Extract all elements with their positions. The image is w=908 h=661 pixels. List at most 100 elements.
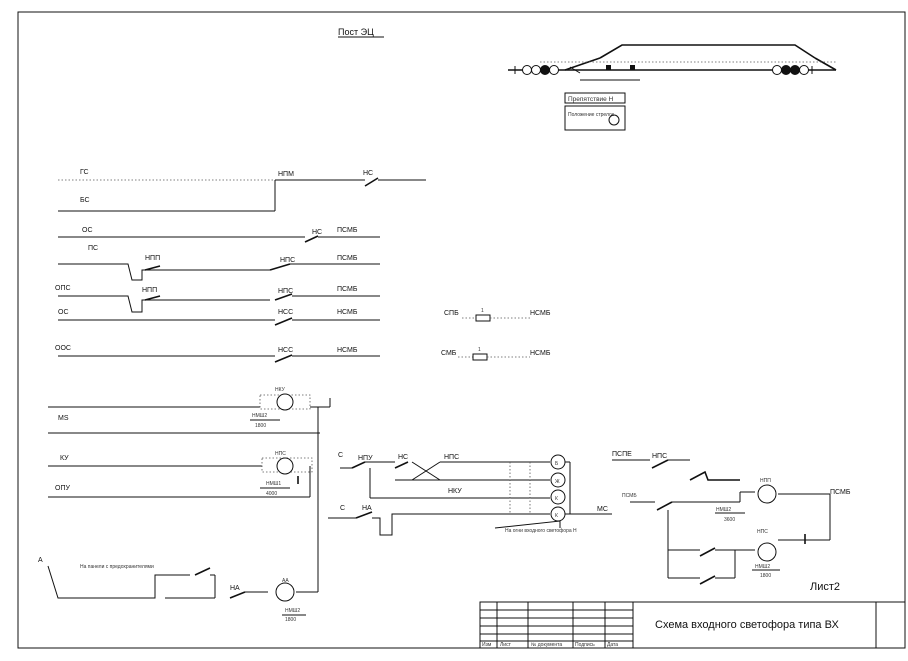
lamp-label-b: Б [555, 461, 559, 467]
line-label-gs: ГС [80, 169, 89, 176]
relay-coil-nps-right [757, 542, 777, 562]
wire-psmb-2: ПСМБ [337, 255, 358, 262]
relay-contact-nps3: НПС [444, 454, 459, 461]
relay-contact-nps1: НПС [280, 257, 295, 264]
relay-type-1: НМШ2 [252, 413, 267, 419]
line-label-opu: ОПУ [55, 485, 70, 492]
col-izm: Изм [482, 642, 492, 648]
relay-contact-ns: НС [363, 170, 373, 177]
relay-contact-ns3: НС [398, 454, 408, 461]
circuit-os: ОС НС ПСМБ [58, 227, 380, 243]
wire-nsmb-1: НСМБ [337, 309, 358, 316]
wire-ms: МС [597, 506, 608, 513]
relay-contact-na: НА [362, 505, 372, 512]
switch-point [606, 65, 611, 70]
wire-nsmb-3: НСМБ [530, 310, 551, 317]
circuit-ops: ОПС НПП НПС ПСМБ ОС НСС НСМБ [55, 285, 380, 326]
relay-contact-nss1: НСС [278, 309, 293, 316]
sheet-label: Лист2 [810, 581, 840, 593]
wire-psmb-1: ПСМБ [337, 227, 358, 234]
siding-track [599, 44, 816, 59]
col-list: Лист [500, 642, 512, 648]
relay-type-2: НМШ1 [266, 481, 281, 487]
fuse-number: 1 [478, 347, 481, 353]
drawing-title: Схема входного светофора типа ВХ [655, 619, 839, 631]
relay-contact-npu: НПУ [358, 455, 373, 462]
circuit-gs-bs: ГС БС НПМ НС [58, 169, 426, 212]
relay-res-4: 3600 [724, 517, 735, 523]
lamp-leader [494, 520, 561, 529]
circuit-lamps: С НПУ НС НПС НКУ Б Ж К К МС С НА [328, 452, 612, 536]
line-label-ku: КУ [60, 455, 69, 462]
relay-coil-nps [276, 457, 294, 475]
fuse-group-2: СМБ 1 НСМБ [441, 347, 551, 361]
fuse-number: 1 [481, 308, 484, 314]
line-label-ops: ОПС [55, 285, 71, 292]
relay-contact-ns2: НС [312, 229, 322, 236]
line-label-qs: ОС [58, 309, 69, 316]
drawing-frame [17, 11, 906, 649]
relay-contact-na2: НА [230, 585, 240, 592]
circuit-oos: ООС НСС НСМБ [55, 345, 380, 363]
relay-contact-npm: НПМ [278, 171, 294, 178]
circuit-ps: ПС НПП НПС ПСМБ [58, 245, 380, 281]
switch-state-label: Положение стрелок [568, 112, 615, 118]
relay-contact-nps4: НПС [652, 453, 667, 460]
line-label-ms: МS [58, 415, 69, 422]
relay-label-nku: НКУ [275, 387, 286, 393]
relay-res-5: 1800 [760, 573, 771, 579]
signal-head-left [514, 65, 559, 75]
switch-right [814, 57, 837, 71]
relay-contact-npp2: НПП [142, 287, 157, 294]
indicator-lamp [608, 114, 620, 126]
relay-block-ms: МS НКУ НМШ2 1800 [48, 387, 331, 434]
col-sign: Подпись [575, 642, 595, 648]
wire-s-bottom: С [340, 505, 345, 512]
lamp-k2 [550, 506, 566, 522]
wire-pspe: ПСПЕ [612, 451, 632, 458]
relay-coil-npp [757, 484, 777, 504]
lamp-label-zh: Ж [555, 479, 560, 485]
wire-nsmb-2: НСМБ [337, 347, 358, 354]
wire-s-top: С [338, 452, 343, 459]
relay-label-nps-right: НПС [757, 529, 768, 535]
line-label-ps: ПС [88, 245, 98, 252]
lamp-label-k1: К [555, 496, 558, 502]
relay-res-1: 1800 [255, 423, 266, 429]
relay-type-4: НМШ2 [716, 507, 731, 513]
obstacle-label: Препятствие Н [568, 96, 614, 103]
relay-contact-nss2: НСС [278, 347, 293, 354]
line-label-bs: БС [80, 197, 90, 204]
fuse-group-1: СПБ 1 НСМБ [444, 308, 551, 322]
lamp-k1 [550, 489, 566, 505]
lamp-label-k2: К [555, 513, 558, 519]
track-plan: Препятствие Н Положение стрелок [508, 44, 837, 131]
col-date: Дата [607, 642, 618, 648]
switch-left [564, 57, 601, 71]
col-doc: № документа [531, 642, 562, 648]
relay-type-3: НМШ2 [285, 608, 300, 614]
line-label-oos: ООС [55, 345, 71, 352]
fuse [472, 353, 488, 361]
wire-psmb-3: ПСМБ [337, 286, 358, 293]
wire-nsmb-4: НСМБ [530, 350, 551, 357]
wire-smb: СМБ [441, 350, 457, 357]
relay-coil-nku [276, 393, 294, 411]
relay-coil-aa [275, 582, 295, 602]
wire-spb: СПБ [444, 310, 459, 317]
relay-contact-nku2: НКУ [448, 488, 462, 495]
relay-label-aa: АА [282, 578, 289, 584]
line-label-a: А [38, 557, 43, 564]
relay-label-nps: НПС [275, 451, 286, 457]
relay-block-ku: КУ НПС НМШ1 4000 ОПУ [48, 451, 313, 498]
relay-res-3: 1800 [285, 617, 296, 623]
obstacle-box [564, 92, 626, 104]
relay-res-2: 4000 [266, 491, 277, 497]
wire-psmb-4: ПСМБ [622, 493, 637, 499]
title-block: Лист2 Изм Лист № документа Подпись Дата … [479, 581, 906, 649]
relay-label-npp: НПП [760, 478, 771, 484]
relay-contact-npp1: НПП [145, 255, 160, 262]
line-label-os: ОС [82, 227, 93, 234]
panel-note: На панели с предохранителями [80, 564, 154, 570]
